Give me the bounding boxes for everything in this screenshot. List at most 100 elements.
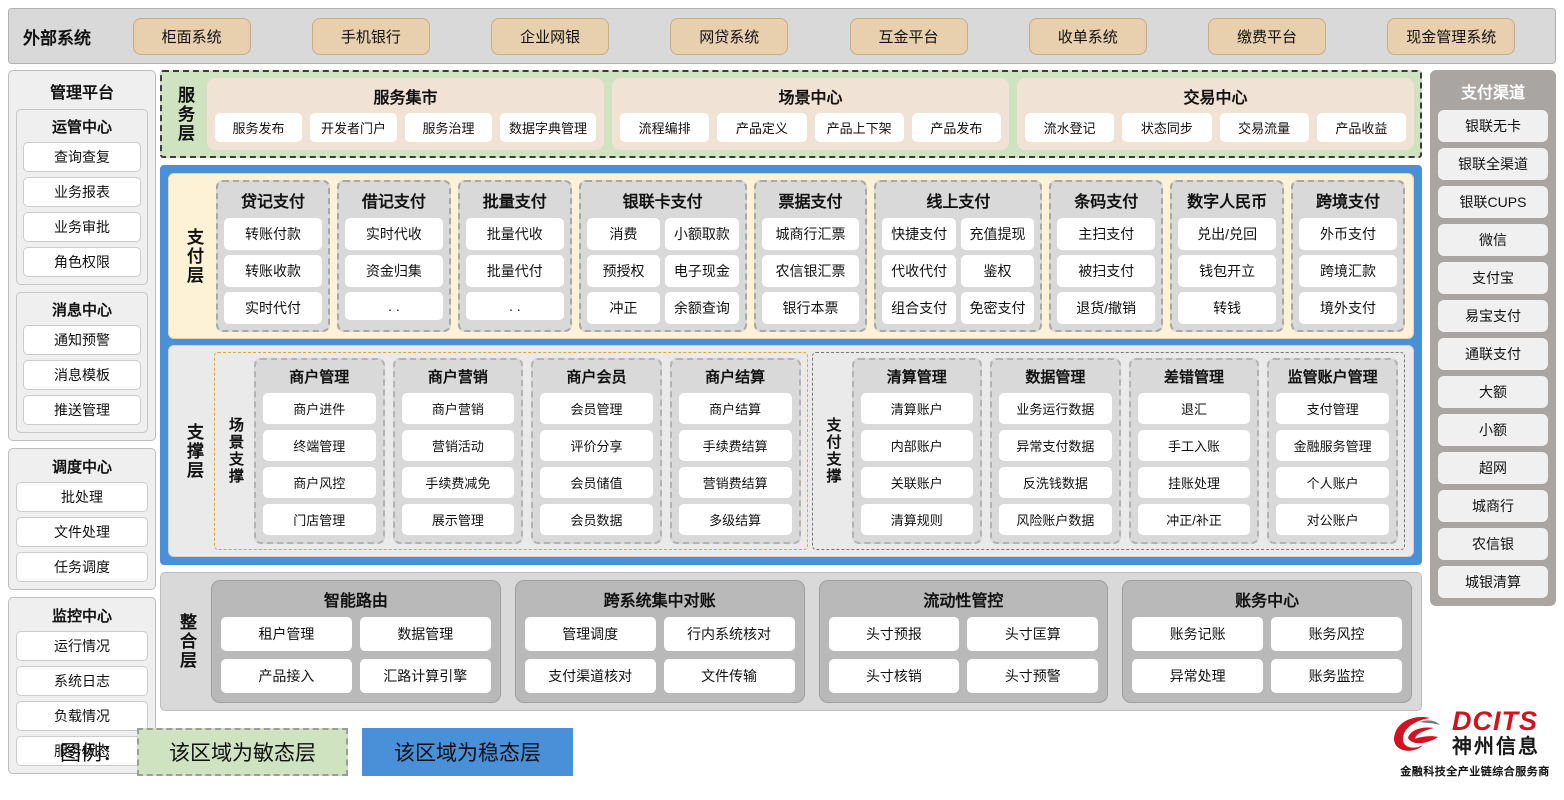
- service-item[interactable]: 开发者门户: [310, 113, 397, 142]
- payment-channel-item[interactable]: 易宝支付: [1438, 300, 1548, 332]
- support-item[interactable]: 评价分享: [540, 430, 653, 461]
- payment-item[interactable]: 城商行汇票: [761, 218, 860, 250]
- support-item[interactable]: 支付管理: [1276, 393, 1389, 424]
- support-item[interactable]: 退汇: [1137, 393, 1251, 424]
- management-item[interactable]: 任务调度: [16, 552, 148, 582]
- support-item[interactable]: 商户风控: [263, 467, 376, 498]
- payment-channel-item[interactable]: 支付宝: [1438, 262, 1548, 294]
- service-item[interactable]: 产品收益: [1316, 113, 1406, 142]
- payment-item[interactable]: 余额查询: [665, 292, 739, 324]
- payment-channel-item[interactable]: 银联CUPS: [1438, 186, 1548, 218]
- payment-item[interactable]: 主扫支付: [1057, 218, 1156, 250]
- support-item[interactable]: 多级结算: [678, 504, 792, 535]
- support-item[interactable]: 风险账户数据: [999, 504, 1112, 535]
- service-item[interactable]: 流程编排: [620, 113, 710, 142]
- payment-item[interactable]: 转钱: [1178, 292, 1277, 324]
- support-item[interactable]: 营销费结算: [678, 467, 792, 498]
- service-item[interactable]: 服务发布: [215, 113, 302, 142]
- payment-item[interactable]: 批量代付: [465, 255, 564, 287]
- payment-item[interactable]: 代收代付: [882, 255, 956, 287]
- payment-item[interactable]: 鉴权: [960, 255, 1035, 287]
- support-item[interactable]: 对公账户: [1276, 504, 1389, 535]
- support-item[interactable]: 个人账户: [1276, 467, 1389, 498]
- payment-item[interactable]: 冲正: [586, 292, 661, 324]
- external-system-chip[interactable]: 现金管理系统: [1387, 17, 1516, 55]
- payment-channel-item[interactable]: 大额: [1438, 376, 1548, 408]
- integration-item[interactable]: 行内系统核对: [663, 617, 795, 651]
- support-item[interactable]: 终端管理: [263, 430, 376, 461]
- management-item[interactable]: 业务报表: [23, 177, 141, 207]
- payment-item[interactable]: 转账付款: [224, 218, 322, 250]
- integration-item[interactable]: 产品接入: [221, 659, 352, 693]
- service-item[interactable]: 产品发布: [911, 113, 1001, 142]
- payment-channel-item[interactable]: 通联支付: [1438, 338, 1548, 370]
- integration-item[interactable]: 账务记账: [1132, 617, 1264, 651]
- external-system-chip[interactable]: 网贷系统: [670, 17, 789, 55]
- payment-item[interactable]: 退货/撤销: [1057, 292, 1156, 324]
- service-item[interactable]: 产品定义: [717, 113, 807, 142]
- integration-item[interactable]: 头寸核销: [828, 659, 960, 693]
- payment-item[interactable]: 实时代付: [224, 292, 322, 324]
- external-system-chip[interactable]: 缴费平台: [1208, 17, 1327, 55]
- management-item[interactable]: 运行情况: [16, 631, 148, 661]
- support-item[interactable]: 手工入账: [1137, 430, 1251, 461]
- payment-channel-item[interactable]: 超网: [1438, 452, 1548, 484]
- support-item[interactable]: 会员储值: [540, 467, 653, 498]
- integration-item[interactable]: 数据管理: [359, 617, 491, 651]
- integration-item[interactable]: 租户管理: [221, 617, 352, 651]
- payment-item[interactable]: 被扫支付: [1057, 255, 1156, 287]
- support-item[interactable]: 营销活动: [401, 430, 515, 461]
- payment-item[interactable]: 实时代收: [344, 218, 443, 250]
- payment-item[interactable]: 转账收款: [224, 255, 322, 287]
- payment-item[interactable]: 充值提现: [960, 218, 1035, 250]
- support-item[interactable]: 清算账户: [860, 393, 974, 424]
- payment-channel-item[interactable]: 银联无卡: [1438, 110, 1548, 142]
- payment-channel-item[interactable]: 农信银: [1438, 528, 1548, 560]
- external-system-chip[interactable]: 互金平台: [849, 17, 968, 55]
- integration-item[interactable]: 文件传输: [663, 659, 795, 693]
- integration-item[interactable]: 管理调度: [524, 617, 656, 651]
- support-item[interactable]: 金融服务管理: [1276, 430, 1389, 461]
- management-item[interactable]: 推送管理: [23, 395, 141, 425]
- external-system-chip[interactable]: 柜面系统: [132, 17, 251, 55]
- management-item[interactable]: 角色权限: [23, 247, 141, 277]
- management-item[interactable]: 批处理: [16, 482, 148, 512]
- support-item[interactable]: 反洗钱数据: [999, 467, 1112, 498]
- payment-item[interactable]: 境外支付: [1299, 292, 1398, 324]
- payment-channel-item[interactable]: 银联全渠道: [1438, 148, 1548, 180]
- payment-item[interactable]: 钱包开立: [1178, 255, 1277, 287]
- support-item[interactable]: 展示管理: [401, 504, 515, 535]
- payment-item[interactable]: 跨境汇款: [1299, 255, 1398, 287]
- integration-item[interactable]: 账务风控: [1271, 617, 1402, 651]
- support-item[interactable]: 手续费减免: [401, 467, 515, 498]
- payment-channel-item[interactable]: 小额: [1438, 414, 1548, 446]
- service-item[interactable]: 服务治理: [405, 113, 492, 142]
- support-item[interactable]: 会员管理: [540, 393, 653, 424]
- support-item[interactable]: 关联账户: [860, 467, 974, 498]
- support-item[interactable]: 商户进件: [263, 393, 376, 424]
- support-item[interactable]: 业务运行数据: [999, 393, 1112, 424]
- external-system-chip[interactable]: 收单系统: [1028, 17, 1147, 55]
- integration-item[interactable]: 异常处理: [1132, 659, 1264, 693]
- management-item[interactable]: 查询查复: [23, 142, 141, 172]
- integration-item[interactable]: 头寸匡算: [967, 617, 1099, 651]
- support-item[interactable]: 挂账处理: [1137, 467, 1251, 498]
- service-item[interactable]: 状态同步: [1122, 113, 1212, 142]
- payment-channel-item[interactable]: 城商行: [1438, 490, 1548, 522]
- payment-channel-item[interactable]: 城银清算: [1438, 566, 1548, 598]
- service-item[interactable]: 交易流量: [1219, 113, 1309, 142]
- payment-item[interactable]: . .: [344, 292, 443, 320]
- service-item[interactable]: 流水登记: [1025, 113, 1115, 142]
- external-system-chip[interactable]: 手机银行: [311, 17, 430, 55]
- payment-item[interactable]: 组合支付: [882, 292, 956, 324]
- management-item[interactable]: 系统日志: [16, 666, 148, 696]
- management-item[interactable]: 文件处理: [16, 517, 148, 547]
- support-item[interactable]: 商户营销: [401, 393, 515, 424]
- integration-item[interactable]: 头寸预报: [828, 617, 960, 651]
- payment-item[interactable]: 外币支付: [1299, 218, 1398, 250]
- payment-item[interactable]: 兑出/兑回: [1178, 218, 1277, 250]
- support-item[interactable]: 异常支付数据: [999, 430, 1112, 461]
- service-item[interactable]: 数据字典管理: [500, 113, 597, 142]
- payment-item[interactable]: 农信银汇票: [761, 255, 860, 287]
- management-item[interactable]: 消息模板: [23, 360, 141, 390]
